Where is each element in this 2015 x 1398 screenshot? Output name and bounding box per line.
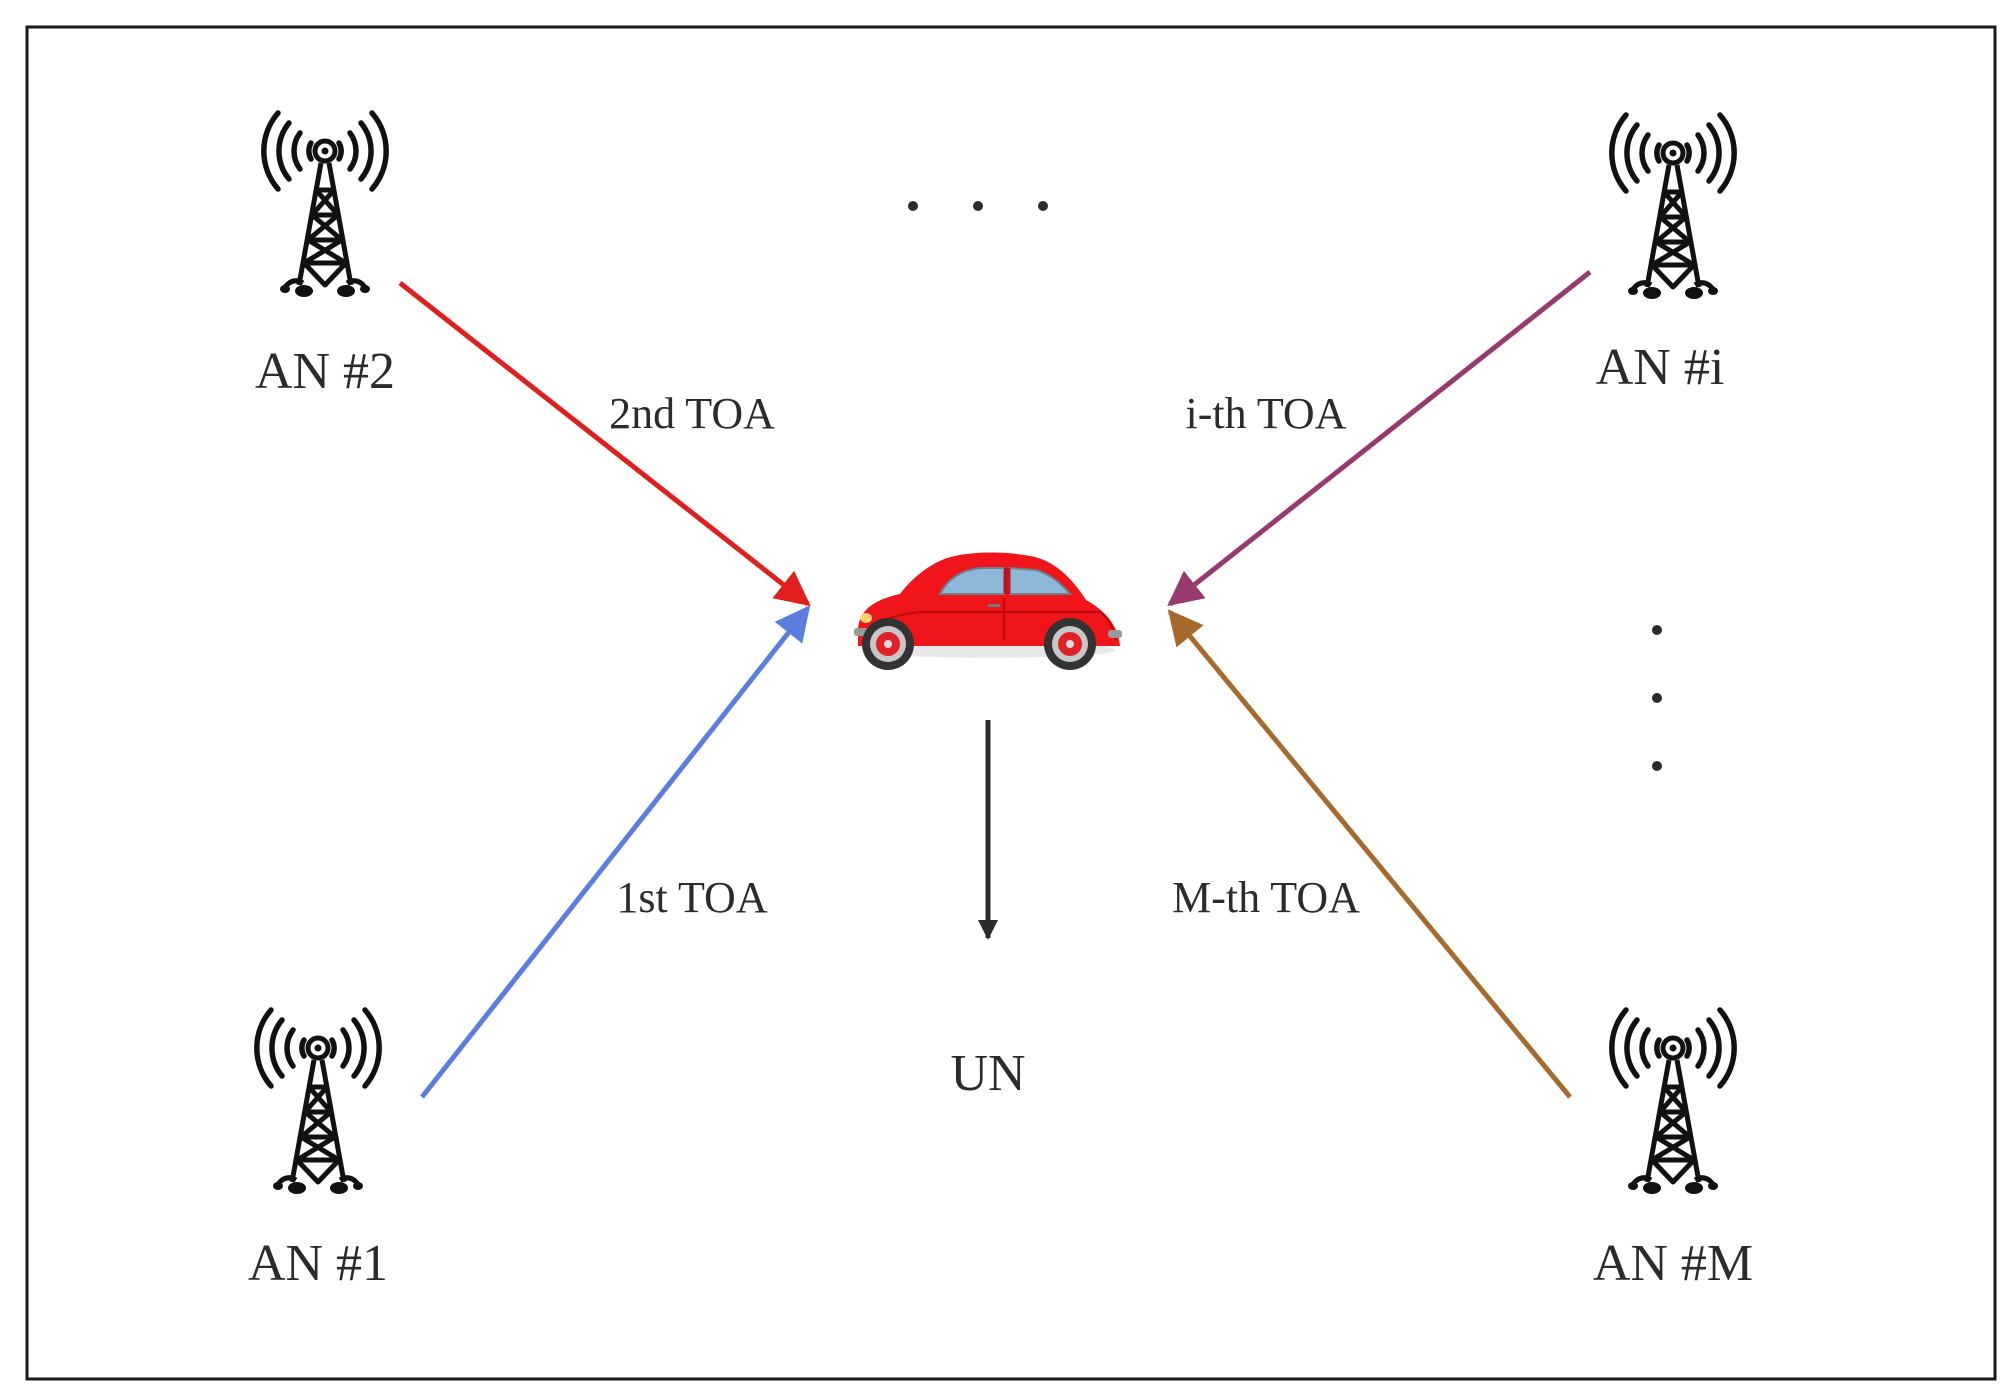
toa-arrow-i [1167,270,1592,607]
horizontal-ellipsis [908,201,1048,211]
anchor-node-m: AN #M [1593,1010,1753,1292]
toa-label-2: 2nd TOA [609,389,775,438]
toa-arrow-m [1167,609,1572,1099]
car-icon [854,552,1122,670]
toa-label-i: i-th TOA [1186,389,1347,438]
toa-arrow-2 [398,281,811,607]
anchor-label-i: AN #i [1596,339,1725,396]
anchor-node-i: AN #i [1596,115,1734,396]
toa-label-1: 1st TOA [616,873,767,922]
anchor-label-1: AN #1 [248,1235,388,1292]
user-node-label: UN [950,1045,1025,1102]
vertical-ellipsis [1652,625,1662,771]
anchor-label-2: AN #2 [255,343,395,400]
toa-arrow-1 [420,605,811,1099]
anchor-node-1: AN #1 [248,1010,388,1292]
toa-label-m: M-th TOA [1172,873,1360,922]
anchor-label-m: AN #M [1593,1235,1753,1292]
anchor-node-2: AN #2 [255,113,395,400]
